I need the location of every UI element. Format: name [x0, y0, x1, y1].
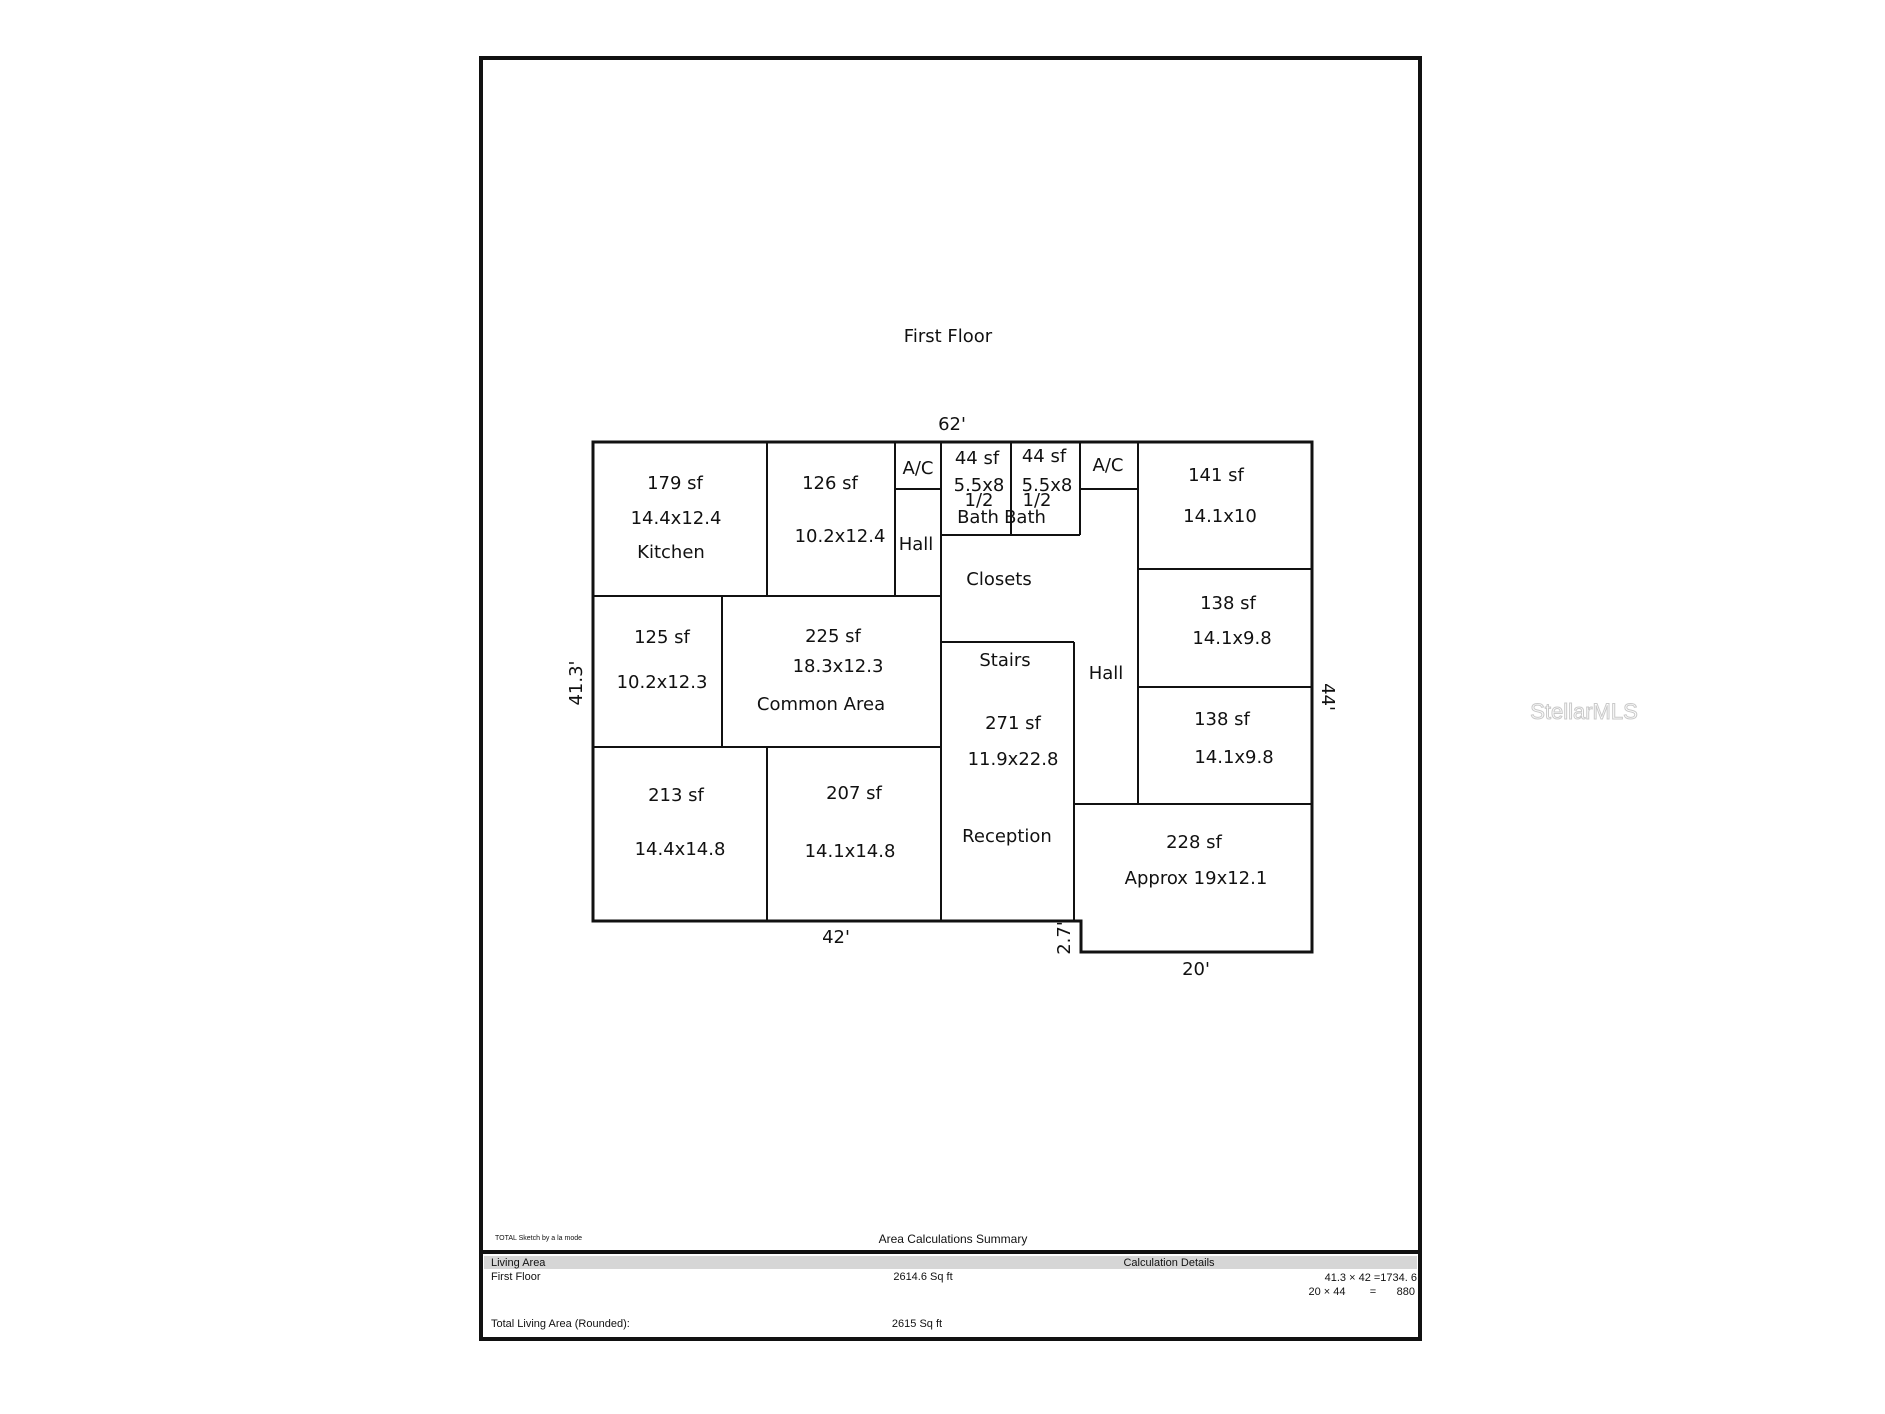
room-125: 125 sf 10.2x12.3 [617, 627, 708, 693]
summary-col-left: Living Area [491, 1257, 546, 1269]
dimension-left: 41.3' [566, 660, 587, 705]
room-half-bath-1: 44 sf 5.5x8 1/2 Bath [954, 448, 1005, 528]
room-closets: Closets [966, 569, 1031, 590]
room-size: 14.1x9.8 [1192, 628, 1271, 649]
room-fraction: 1/2 [965, 490, 994, 511]
room-hall-right: Hall [1089, 663, 1124, 684]
room-name: Reception [962, 826, 1052, 847]
room-138a: 138 sf 14.1x9.8 [1192, 593, 1271, 649]
floor-plan [591, 440, 1314, 954]
room-name: Kitchen [637, 542, 705, 563]
dimension-labels: 62' 41.3' 44' 42' 2.7' 20' [566, 414, 1338, 980]
software-note: TOTAL Sketch by a la mode [495, 1235, 582, 1242]
room-area: 125 sf [634, 627, 690, 648]
room-size: 14.1x9.8 [1194, 747, 1273, 768]
dimension-right: 44' [1317, 683, 1338, 711]
exterior-wall [591, 440, 1314, 954]
summary-heading: Area Calculations Summary [879, 1232, 1028, 1246]
summary-header-band [484, 1256, 1417, 1269]
summary-total-label: Total Living Area (Rounded): [491, 1318, 630, 1330]
room-name: Bath [957, 507, 999, 528]
room-half-bath-2: 44 sf 5.5x8 1/2 Bath [1004, 446, 1072, 528]
summary-calc-line2-a: 20 × 44 [1308, 1286, 1345, 1298]
summary-floor-value: 2614.6 Sq ft [893, 1271, 952, 1283]
room-138b: 138 sf 14.1x9.8 [1194, 709, 1274, 768]
summary-col-right: Calculation Details [1123, 1257, 1215, 1269]
room-area: 179 sf [647, 473, 703, 494]
room-size: 5.5x8 [1022, 475, 1073, 496]
room-size: 14.4x12.4 [631, 508, 722, 529]
room-ac-left: A/C [903, 458, 934, 479]
dimension-bottom-left: 42' [822, 927, 850, 948]
room-area: 138 sf [1194, 709, 1250, 730]
room-common-area: 225 sf 18.3x12.3 Common Area [757, 626, 885, 715]
room-area: 228 sf [1166, 832, 1222, 853]
room-size: 11.9x22.8 [968, 749, 1059, 770]
room-stairs: Stairs [979, 650, 1030, 671]
room-reception: 271 sf 11.9x22.8 Reception [962, 713, 1058, 847]
room-size: 14.4x14.8 [635, 839, 726, 860]
room-labels: 179 sf 14.4x12.4 Kitchen 126 sf 10.2x12.… [617, 446, 1274, 889]
room-area: 44 sf [1022, 446, 1067, 467]
room-228: 228 sf Approx 19x12.1 [1125, 832, 1268, 889]
watermark: StellarMLS [1530, 699, 1638, 724]
room-size: 10.2x12.3 [617, 672, 708, 693]
summary-calc-line1: 41.3 × 42 =1734. 6 [1325, 1272, 1417, 1284]
room-area: 44 sf [955, 448, 1000, 469]
room-ac-right: A/C [1093, 455, 1124, 476]
room-name: Bath [1004, 507, 1046, 528]
room-size: Approx 19x12.1 [1125, 868, 1268, 889]
room-hall-left: Hall [899, 534, 934, 555]
room-area: 141 sf [1188, 465, 1244, 486]
room-size: 5.5x8 [954, 475, 1005, 496]
room-area: 225 sf [805, 626, 861, 647]
room-141: 141 sf 14.1x10 [1183, 465, 1257, 527]
room-fraction: 1/2 [1023, 490, 1052, 511]
room-area: 126 sf [802, 473, 858, 494]
dimension-step: 2.7' [1054, 921, 1075, 955]
page-border [479, 56, 1422, 1341]
room-207: 207 sf 14.1x14.8 [805, 783, 896, 862]
dimension-top: 62' [938, 414, 966, 435]
room-area: 138 sf [1200, 593, 1256, 614]
room-126: 126 sf 10.2x12.4 [795, 473, 886, 547]
room-area: 213 sf [648, 785, 704, 806]
room-213: 213 sf 14.4x14.8 [635, 785, 726, 860]
summary-calc-line2-b: 880 [1397, 1286, 1415, 1298]
dimension-bottom-right: 20' [1182, 959, 1210, 980]
room-area: 207 sf [826, 783, 882, 804]
summary-floor-label: First Floor [491, 1271, 541, 1283]
room-kitchen: 179 sf 14.4x12.4 Kitchen [631, 473, 722, 563]
summary-total-value: 2615 Sq ft [892, 1318, 942, 1330]
summary-calc-line2-eq: = [1370, 1286, 1376, 1298]
room-area: 271 sf [985, 713, 1041, 734]
room-size: 18.3x12.3 [793, 656, 884, 677]
room-size: 14.1x10 [1183, 506, 1257, 527]
room-size: 14.1x14.8 [805, 841, 896, 862]
floor-title: First Floor [904, 326, 993, 347]
room-size: 10.2x12.4 [795, 526, 886, 547]
room-name: Common Area [757, 694, 885, 715]
